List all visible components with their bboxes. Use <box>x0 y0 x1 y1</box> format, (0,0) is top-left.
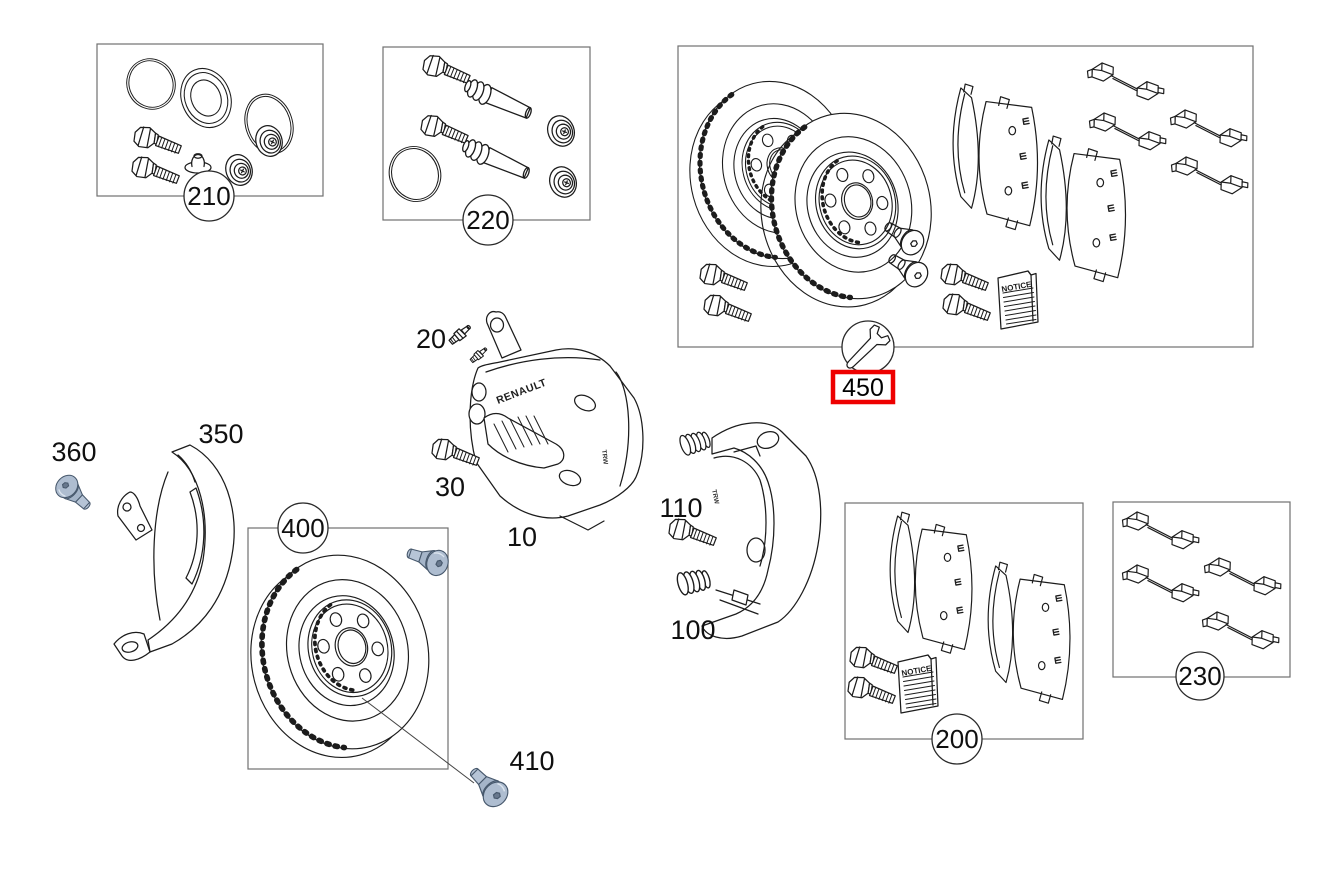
retaining-clip[interactable] <box>1085 61 1166 101</box>
kit-230-retaining-clip-set[interactable] <box>1120 510 1283 650</box>
bleed-screw-fitting[interactable] <box>468 345 490 365</box>
callout-400[interactable]: 400 <box>277 502 329 554</box>
retaining-clip[interactable] <box>1202 556 1283 596</box>
part-10-brake-caliper[interactable]: RENAULT TRW <box>468 310 644 531</box>
callout-400-label: 400 <box>281 513 324 543</box>
leader-line-410 <box>361 697 475 784</box>
rubber-boot[interactable] <box>544 162 582 202</box>
part-350-splash-shield[interactable] <box>113 444 235 661</box>
guide-pin[interactable] <box>460 76 536 122</box>
callout-230-label: 230 <box>1178 661 1221 691</box>
hex-bolt[interactable] <box>938 260 992 295</box>
o-ring[interactable] <box>118 50 184 118</box>
notice-booklet: NOTICE <box>997 270 1039 330</box>
hex-bolt[interactable] <box>697 260 751 295</box>
caliper-supplier-text: TRW <box>600 449 609 465</box>
bracket-supplier-text: TRW <box>710 489 720 506</box>
part-100-caliper-bracket[interactable]: TRW <box>674 422 822 639</box>
guide-pin-boss <box>674 564 713 598</box>
callout-210[interactable]: 210 <box>183 170 235 222</box>
retaining-clip[interactable] <box>1120 563 1201 603</box>
callout-220[interactable]: 220 <box>462 194 514 246</box>
hex-bolt[interactable] <box>701 291 755 326</box>
hex-bolt[interactable] <box>131 123 185 158</box>
hex-bolt[interactable] <box>418 112 472 147</box>
piston-seal[interactable] <box>171 60 241 136</box>
callout-230[interactable]: 230 <box>1175 651 1225 701</box>
callout-360[interactable]: 360 <box>51 437 96 467</box>
rubber-boot[interactable] <box>251 121 287 161</box>
part-360-shield-screw[interactable] <box>50 470 98 517</box>
hex-bolt[interactable] <box>129 153 183 188</box>
part-410-disc-screw[interactable] <box>461 760 514 813</box>
kit-210-seal-repair-kit[interactable] <box>118 50 302 190</box>
callout-450-highlighted[interactable]: 450 <box>830 369 896 405</box>
guide-pin[interactable] <box>458 136 534 182</box>
hex-bolt[interactable] <box>847 643 901 678</box>
notice-booklet: NOTICE <box>897 654 939 714</box>
callout-200-label: 200 <box>935 724 978 754</box>
kit-450-brake-service-kit[interactable]: NOTICE <box>669 61 1250 330</box>
retaining-clip[interactable] <box>1200 610 1281 650</box>
retaining-clip[interactable] <box>1169 155 1250 195</box>
callout-200[interactable]: 200 <box>931 713 983 765</box>
callout-210-label: 210 <box>187 181 230 211</box>
kit-200-brake-pad-set[interactable]: NOTICE <box>845 512 1070 714</box>
retaining-clip[interactable] <box>1168 108 1249 148</box>
callout-220-label: 220 <box>466 205 509 235</box>
o-ring[interactable] <box>381 138 449 210</box>
retaining-clip[interactable] <box>1120 510 1201 550</box>
callout-350[interactable]: 350 <box>198 419 243 449</box>
brake-pad-set[interactable] <box>988 562 1070 703</box>
wrench-icon <box>846 324 891 369</box>
hex-bolt[interactable] <box>845 673 899 708</box>
dust-cap[interactable] <box>184 153 212 174</box>
disc-set-screw[interactable] <box>402 540 453 580</box>
part-20-bleed-screw[interactable] <box>446 321 474 347</box>
callout-10[interactable]: 10 <box>507 522 537 552</box>
brake-pad-set[interactable] <box>953 84 1037 230</box>
group-box-400 <box>247 527 449 770</box>
retaining-clip[interactable] <box>1087 111 1168 151</box>
brake-pad-set[interactable] <box>1041 136 1125 282</box>
kit-220-guide-pin-kit[interactable] <box>381 52 582 210</box>
callout-410[interactable]: 410 <box>509 746 554 776</box>
brake-pad-set[interactable] <box>890 512 972 653</box>
hex-bolt[interactable] <box>940 290 994 325</box>
rubber-boot[interactable] <box>542 111 580 151</box>
hex-bolt[interactable] <box>420 52 474 87</box>
callout-20[interactable]: 20 <box>416 324 446 354</box>
wrench-badge <box>841 320 895 374</box>
guide-pin-boss <box>677 426 713 458</box>
callout-30[interactable]: 30 <box>435 472 465 502</box>
callout-110[interactable]: 110 <box>659 493 702 523</box>
group-box-450 <box>677 45 1254 348</box>
callout-450-label: 450 <box>842 374 884 402</box>
callout-100[interactable]: 100 <box>670 615 715 645</box>
